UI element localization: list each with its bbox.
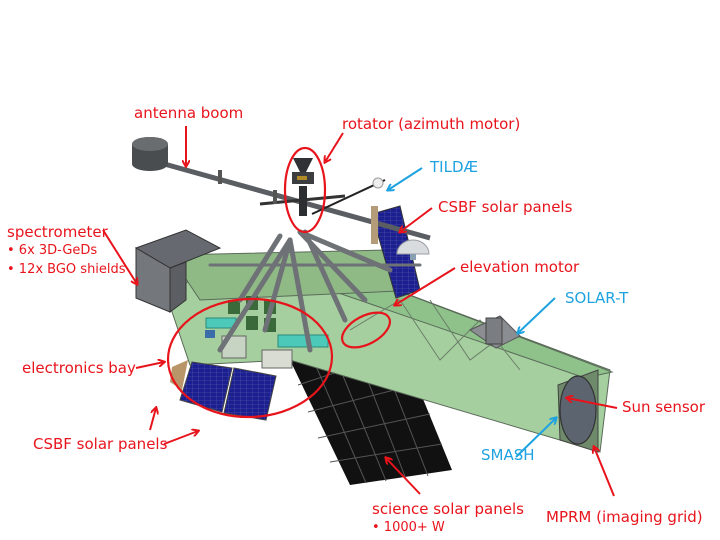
- spectrometer-item: • 12x BGO shields: [7, 262, 126, 277]
- callout-arrows: [102, 126, 618, 497]
- science-solar-title: science solar panels: [372, 500, 524, 518]
- pyramid-frame: [208, 229, 422, 353]
- electronics-bay-highlight: [166, 297, 334, 419]
- label-tildae: TILDÆ: [430, 158, 479, 176]
- label-antenna-boom: antenna boom: [134, 104, 244, 122]
- label-solar-t: SOLAR-T: [565, 289, 629, 307]
- label-elevation-motor: elevation motor: [460, 258, 580, 276]
- label-rotator: rotator (azimuth motor): [342, 115, 521, 133]
- spectrometer-item: • 6x 3D-GeDs: [7, 243, 98, 258]
- spectrometer-box: [134, 229, 222, 313]
- csbf-solar-panels-bottom: [170, 360, 277, 421]
- science-solar-item: • 1000+ W: [372, 520, 445, 535]
- label-csbf-solar-panels-bottom: CSBF solar panels: [33, 435, 168, 453]
- label-science-solar-panels: science solar panels • 1000+ W: [372, 500, 524, 537]
- label-electronics-bay: electronics bay: [22, 359, 136, 377]
- rotator-highlight: [283, 146, 327, 234]
- label-sun-sensor: Sun sensor: [622, 398, 706, 416]
- antenna-boom: [132, 137, 521, 349]
- label-smash: SMASH: [481, 446, 535, 464]
- label-spectrometer: spectrometer • 6x 3D-GeDs • 12x BGO shie…: [7, 223, 126, 279]
- spectrometer-title: spectrometer: [7, 223, 108, 241]
- label-csbf-solar-panels-top: CSBF solar panels: [438, 198, 573, 216]
- label-mprm: MPRM (imaging grid): [546, 508, 703, 526]
- elevation-motor-highlight: [341, 311, 391, 349]
